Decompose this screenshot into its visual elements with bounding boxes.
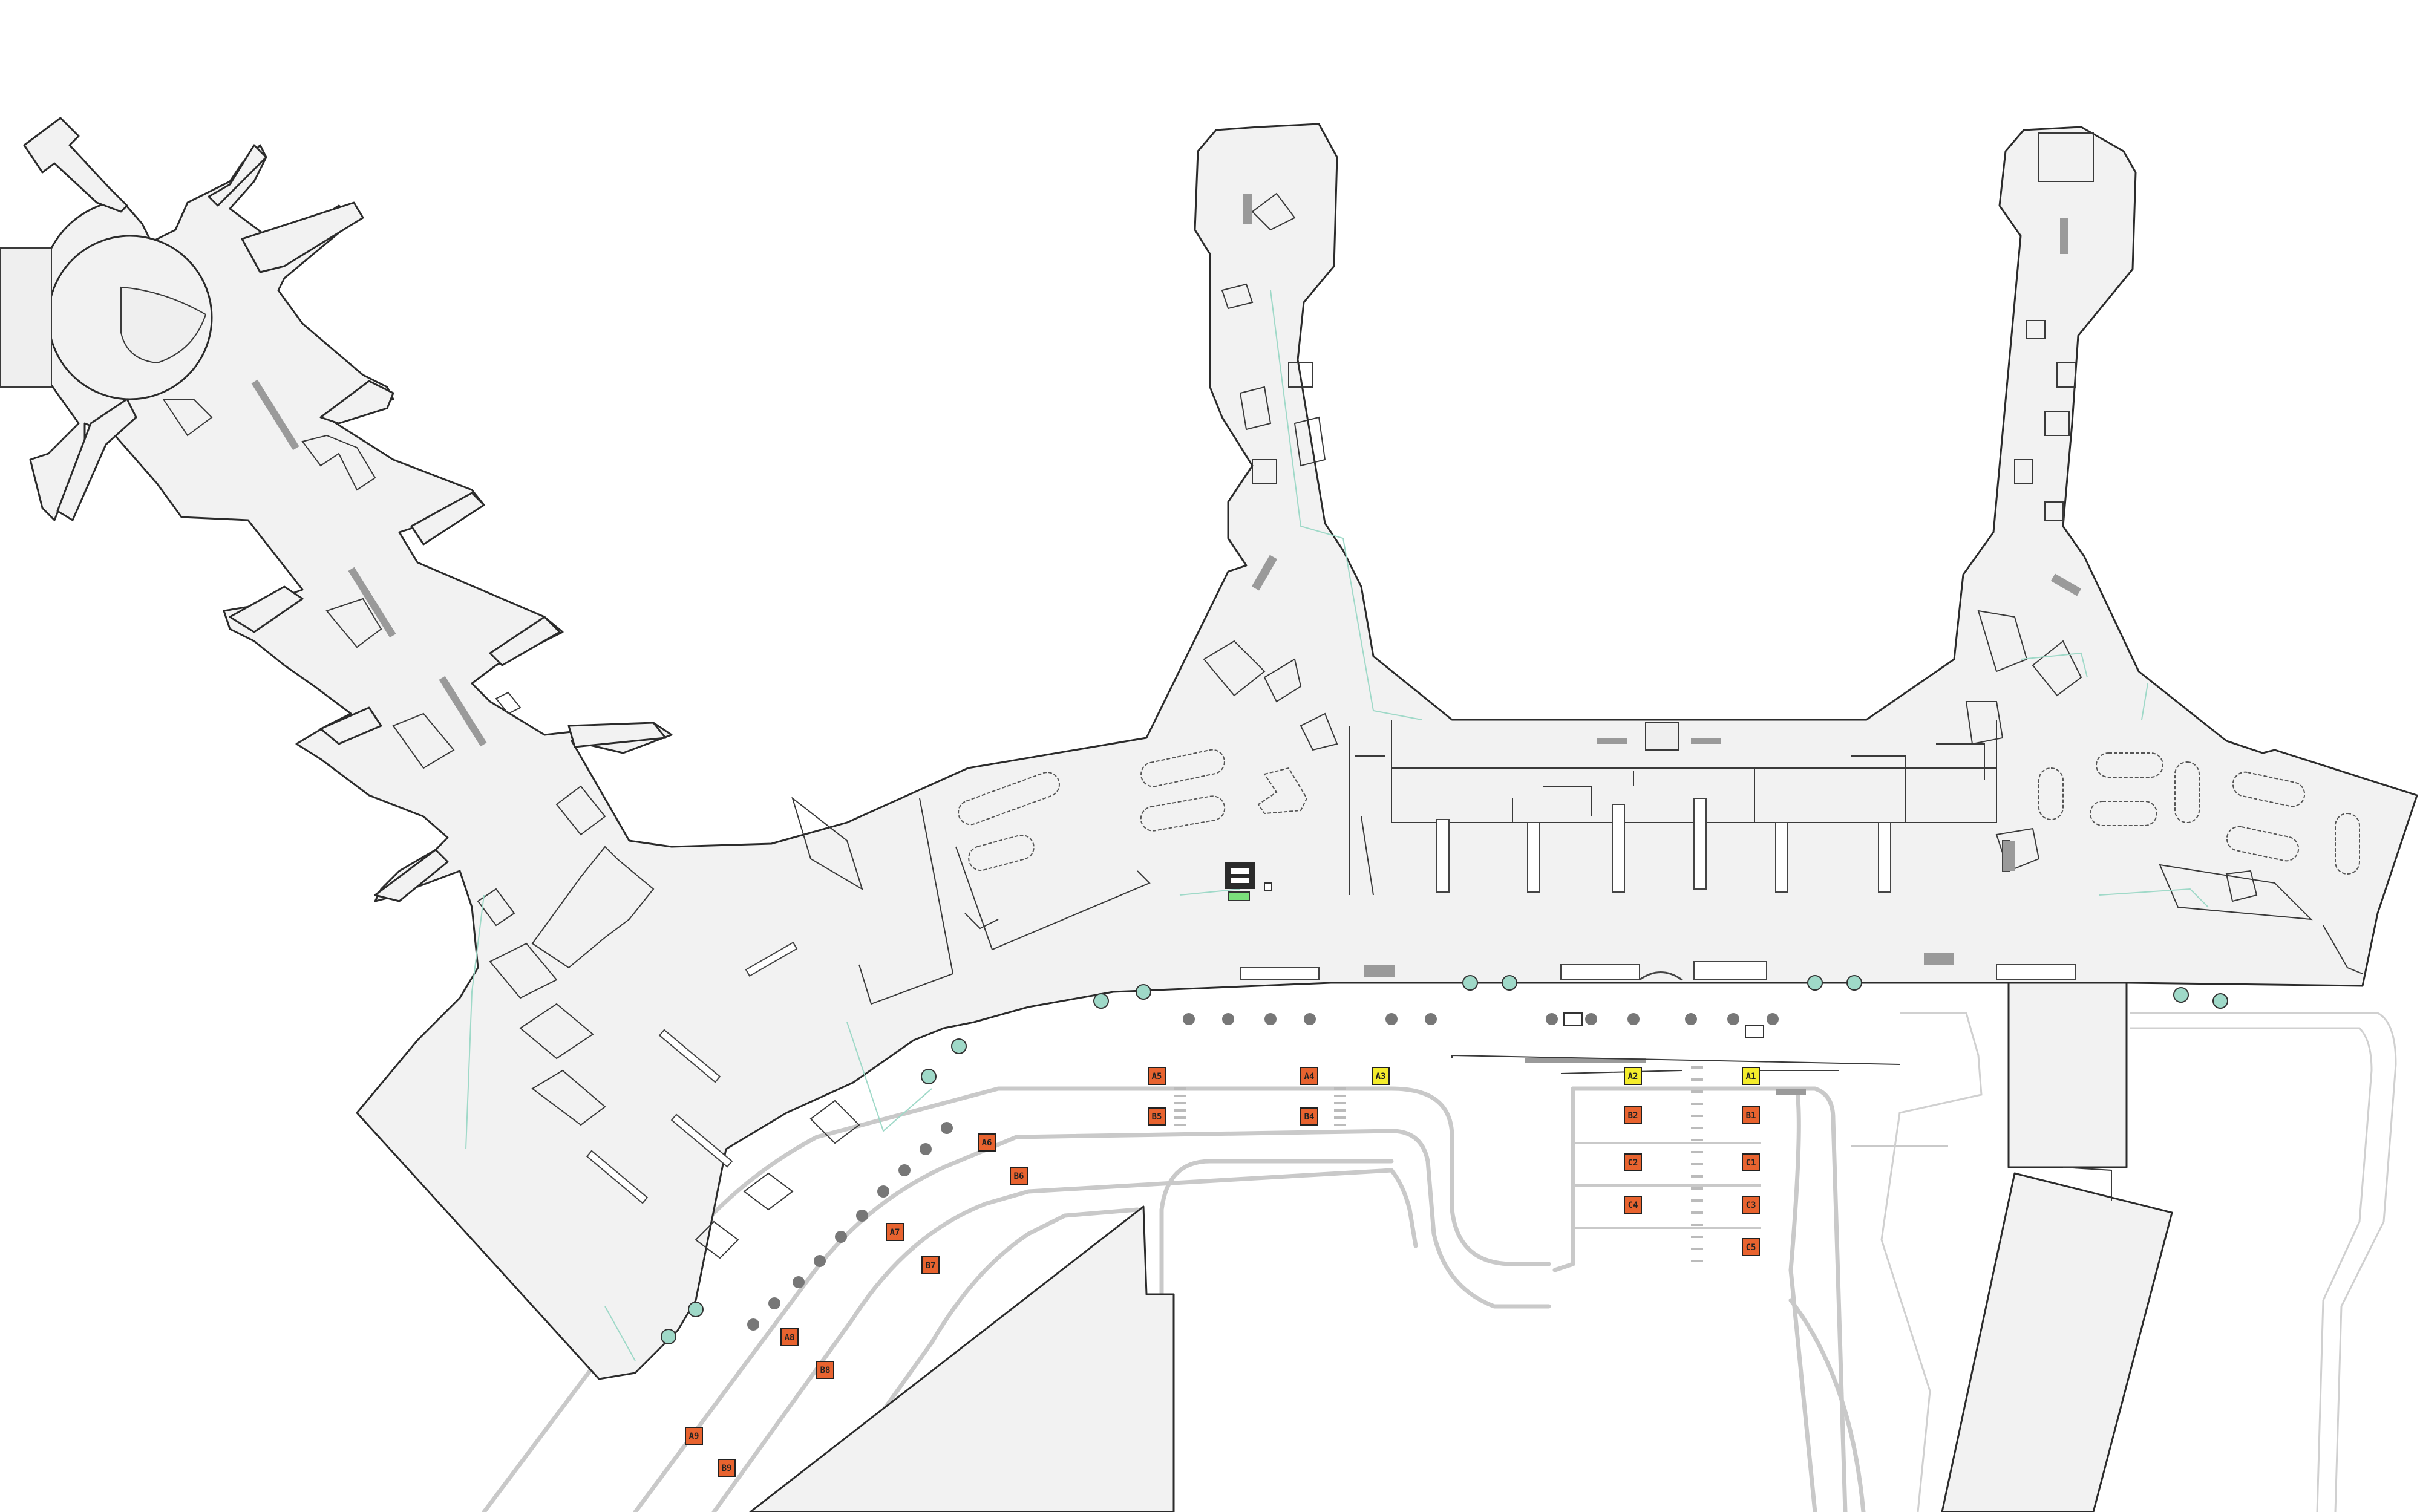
- stand-markers-yellow: A3 A2 A1: [1372, 1067, 1760, 1085]
- svg-text:A6: A6: [982, 1138, 992, 1148]
- svg-text:A7: A7: [890, 1228, 900, 1237]
- svg-text:A8: A8: [785, 1333, 795, 1343]
- stand-A2: A2: [1624, 1067, 1642, 1085]
- gate-marker-icon: [1502, 975, 1517, 991]
- pedestrian-crossings: [1174, 1066, 1703, 1262]
- svg-text:B7: B7: [926, 1261, 936, 1271]
- stand-B7: B7: [921, 1256, 940, 1274]
- gate-marker-icons: [661, 975, 2228, 1344]
- svg-text:C1: C1: [1746, 1158, 1756, 1168]
- info-desk-icon: [1225, 862, 1255, 889]
- svg-text:A3: A3: [1376, 1072, 1386, 1081]
- svg-text:A4: A4: [1304, 1072, 1315, 1081]
- gate-marker-icon: [1462, 975, 1478, 991]
- stand-C5: C5: [1742, 1238, 1760, 1256]
- gate-marker-icon: [951, 1038, 967, 1054]
- seating-loops: [958, 749, 2360, 875]
- svg-text:B8: B8: [820, 1366, 831, 1375]
- svg-text:A9: A9: [689, 1432, 699, 1441]
- svg-text:A2: A2: [1628, 1072, 1638, 1081]
- stand-B2: B2: [1624, 1106, 1642, 1124]
- svg-text:B9: B9: [722, 1464, 732, 1473]
- stand-A8: A8: [780, 1328, 799, 1346]
- gate-marker-icon: [1846, 975, 1862, 991]
- gate-marker-icon: [921, 1069, 937, 1084]
- stand-B1: B1: [1742, 1106, 1760, 1124]
- stand-C3: C3: [1742, 1196, 1760, 1214]
- stand-B5: B5: [1148, 1107, 1166, 1126]
- ground-buildings: [749, 982, 2173, 1512]
- gate-marker-icon: [1807, 975, 1823, 991]
- gate-marker-icon: [2212, 993, 2228, 1009]
- stand-A1: A1: [1742, 1067, 1760, 1085]
- stand-A4: A4: [1300, 1067, 1318, 1085]
- stand-B6: B6: [1010, 1167, 1028, 1185]
- terminal-floor: [0, 117, 2418, 1380]
- forecourt-kerb: [1451, 1054, 1900, 1074]
- gate-marker-icon: [2173, 987, 2189, 1003]
- facility-icons: [1225, 862, 1764, 1038]
- stand-C1: C1: [1742, 1153, 1760, 1171]
- svg-text:B6: B6: [1014, 1171, 1024, 1181]
- bollard-icons: [747, 1013, 1779, 1331]
- gate-marker-icon: [688, 1302, 704, 1317]
- svg-text:C3: C3: [1746, 1201, 1756, 1210]
- stand-markers-red: A5 A4 B5 B4 A6 B6 A7 B7 A8 B8 A9 B9 B2 B…: [685, 1067, 1760, 1477]
- svg-text:B4: B4: [1304, 1112, 1315, 1122]
- stand-B8: B8: [816, 1361, 834, 1379]
- info-marker-icon: [1228, 891, 1250, 901]
- gate-marker-icon: [1136, 984, 1151, 1000]
- stand-B4: B4: [1300, 1107, 1318, 1126]
- stand-A3: A3: [1372, 1067, 1390, 1085]
- stand-B9: B9: [718, 1459, 736, 1477]
- stand-A6: A6: [978, 1133, 996, 1152]
- stand-A5: A5: [1148, 1067, 1166, 1085]
- stand-C2: C2: [1624, 1153, 1642, 1171]
- escalators: [251, 194, 2082, 1095]
- svg-text:A1: A1: [1746, 1072, 1756, 1081]
- stand-C4: C4: [1624, 1196, 1642, 1214]
- stand-A7: A7: [886, 1223, 904, 1241]
- interior-walls: [162, 132, 2363, 1259]
- svg-text:C2: C2: [1628, 1158, 1638, 1168]
- gate-marker-icon: [661, 1329, 676, 1344]
- svg-text:C5: C5: [1746, 1243, 1756, 1253]
- guide-lines: [465, 290, 2209, 1361]
- svg-text:B2: B2: [1628, 1111, 1638, 1121]
- svg-text:C4: C4: [1628, 1201, 1638, 1210]
- road-network: [482, 1012, 2397, 1512]
- stand-A9: A9: [685, 1427, 703, 1445]
- svg-text:B1: B1: [1746, 1111, 1756, 1121]
- checkin-counters: [586, 798, 2076, 1204]
- svg-text:B5: B5: [1152, 1112, 1162, 1122]
- svg-text:A5: A5: [1152, 1072, 1162, 1081]
- gate-marker-icon: [1093, 993, 1109, 1009]
